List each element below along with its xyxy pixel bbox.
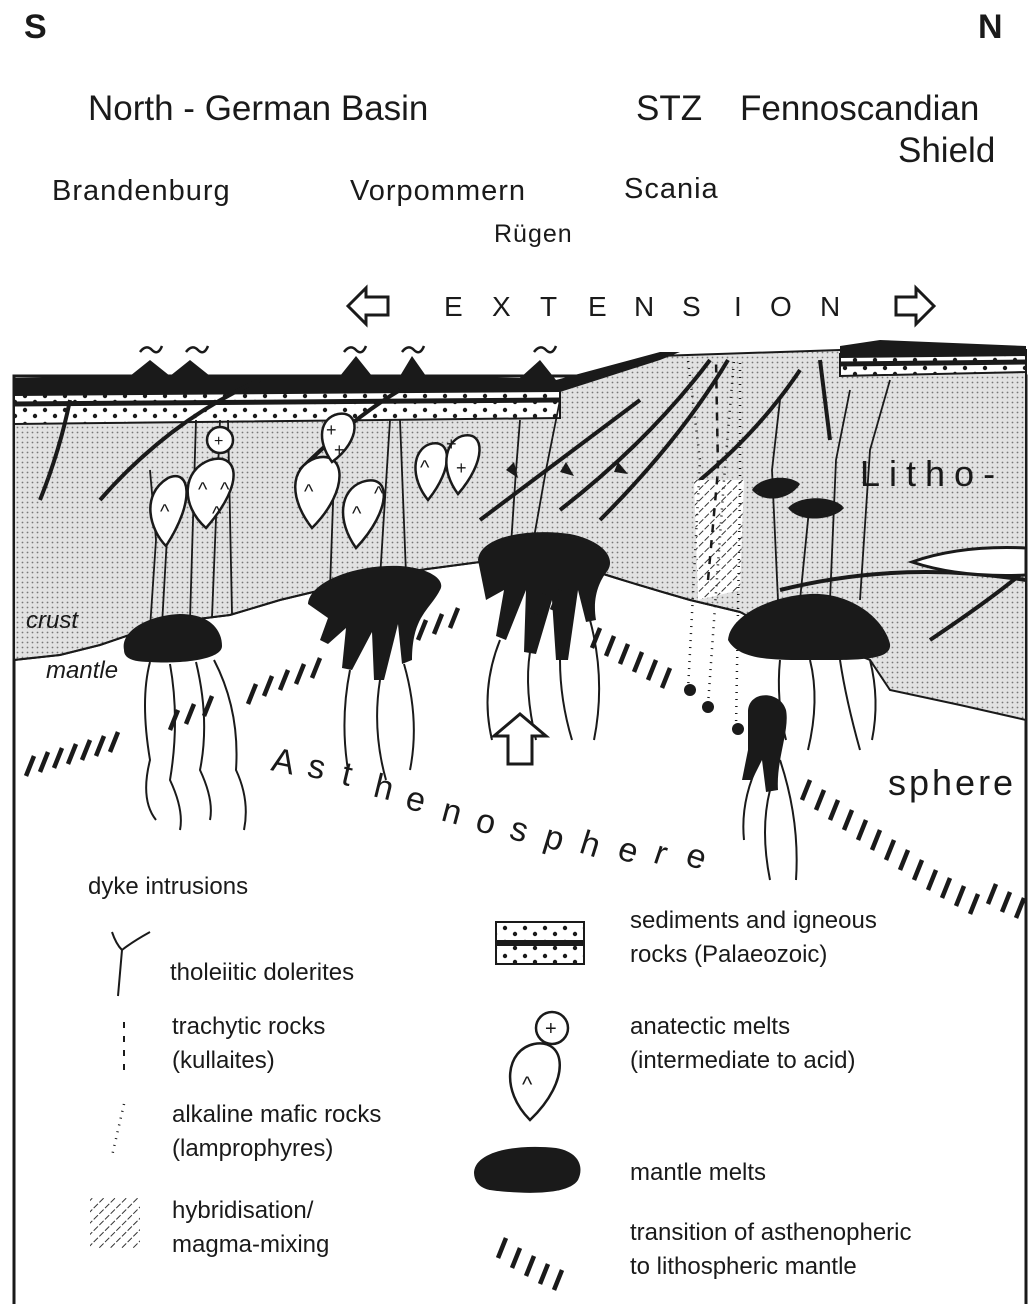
legend-alkaline-2: (lamprophyres) [172,1135,333,1162]
anatectic-caret-icon: ^ [522,1072,533,1097]
vorpommern-label: Vorpommern [350,175,526,207]
legend-trachytic-1: trachytic rocks [172,1013,325,1040]
upwelling-arrow-icon [494,714,546,764]
asthenosphere-label: Asthenosphere [268,741,711,878]
extension-letter: E [444,291,463,322]
asthenosphere-letter: e [681,836,711,878]
legend-tholeiitic: tholeiitic dolerites [170,959,354,986]
extension-left-arrow-icon [348,288,388,324]
legend-alkaline-1: alkaline mafic rocks [172,1101,381,1128]
ruegen-label: Rügen [494,220,573,248]
extension-letter: N [820,291,840,322]
svg-text:+: + [456,458,467,478]
extension-right-arrow-icon [896,288,934,324]
legend: dyke intrusions tholeiitic dolerites tra… [88,873,912,1290]
extension-letter: T [540,291,557,322]
legend-hybrid-1: hybridisation/ [172,1197,314,1224]
alkaline-dots [684,684,744,735]
legend-transition-1: transition of asthenopheric [630,1219,912,1246]
crust-label: crust [26,607,79,634]
north-label: N [978,8,1003,46]
svg-text:^: ^ [198,479,208,501]
surface-volcanoes [140,346,556,352]
svg-text:+: + [214,433,223,450]
asthenosphere-letter: h [370,767,397,808]
svg-text:+: + [446,434,457,454]
hybridisation-symbol-icon [90,1198,140,1248]
legend-hybrid-2: magma-mixing [172,1231,329,1258]
svg-text:+: + [334,440,345,460]
anatectic-symbol-large-icon [510,1043,560,1120]
extension-letter: E [588,291,607,322]
fennoscandian-label: Fennoscandian [740,89,979,128]
extension-label: EXTENSION [444,291,840,322]
svg-text:^: ^ [220,479,230,501]
extension-letter: S [682,291,701,322]
svg-text:^: ^ [212,503,222,525]
shield-top [840,340,1026,358]
tholeiitic-symbol-icon [112,932,150,996]
svg-text:+: + [326,420,337,440]
svg-text:^: ^ [352,503,362,525]
legend-sediments-2: rocks (Palaeozoic) [630,941,827,968]
scania-label: Scania [624,173,719,205]
asthenosphere-letter: h [576,823,605,865]
anatectic-plus-icon: + [545,1018,557,1040]
asthenosphere-letter: t [338,755,356,794]
south-label: S [24,8,47,46]
legend-anatectic-1: anatectic melts [630,1013,790,1040]
svg-text:^: ^ [160,501,170,523]
litho-label: Litho- [860,453,1004,494]
legend-anatectic-2: (intermediate to acid) [630,1047,855,1074]
asthenosphere-letter: A [268,741,298,783]
mantle-melts-symbol-icon [474,1147,580,1193]
asthenosphere-letter: o [472,801,500,843]
svg-text:^: ^ [304,481,314,503]
legend-transition-2: to lithospheric mantle [630,1253,857,1280]
legend-mantle-melts: mantle melts [630,1159,766,1186]
sphere-label: sphere [888,762,1016,803]
asthenosphere-letter: n [438,791,466,833]
extension-letter: I [734,291,742,322]
legend-trachytic-2: (kullaites) [172,1047,275,1074]
extension-letter: O [770,291,792,322]
hybridisation-zone [694,480,744,600]
extension-letter: X [492,291,511,322]
extension-letter: N [634,291,654,322]
legend-header: dyke intrusions [88,873,248,900]
north-german-basin-label: North - German Basin [88,89,428,128]
asthenosphere-letter: s [506,809,533,850]
svg-text:^: ^ [420,457,430,479]
alkaline-symbol-icon [112,1104,124,1156]
mantle-label: mantle [46,657,118,684]
asthenosphere-letter: e [402,779,430,821]
stz-label: STZ [636,89,702,128]
asthenosphere-letter: p [540,817,569,859]
brandenburg-label: Brandenburg [52,175,231,207]
shield-label: Shield [898,131,995,170]
asthenosphere-letter: r [649,834,672,874]
transition-symbol-icon [498,1238,562,1290]
legend-sediments-1: sediments and igneous [630,907,877,934]
asthenosphere-letter: s [304,747,329,788]
asthenosphere-letter: e [614,829,644,871]
svg-text:^: ^ [374,483,384,505]
shield-sediment-band [840,362,1026,364]
